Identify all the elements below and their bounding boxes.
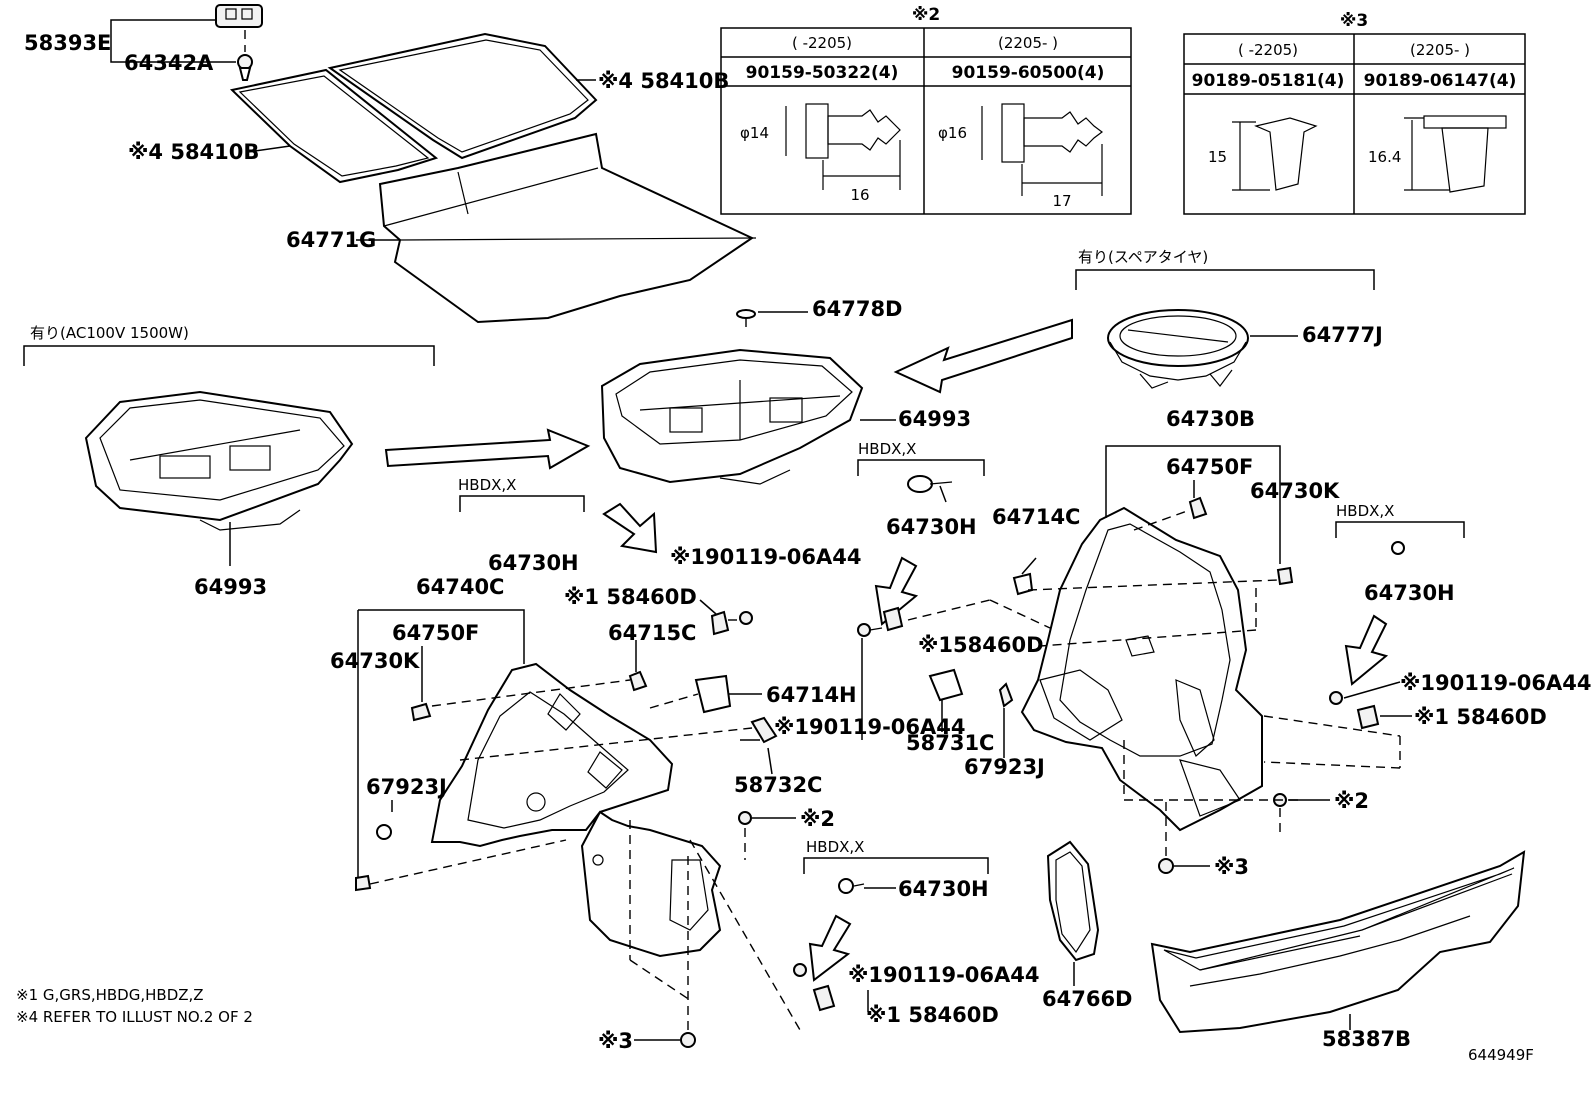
rear-scuff-plate [1150,850,1526,1034]
part-labels: 58393E 64342A ※4 58410B ※4 58410B 64771G… [24,31,1592,1053]
label-64750F-left: 64750F [392,621,479,645]
group-ac100v: 有り(AC100V 1500W) [30,324,189,342]
label-64777J: 64777J [1302,323,1383,347]
table-note3 [1183,33,1526,215]
table2-col1-len: 16 [850,186,869,204]
label-58731C: 58731C [906,731,994,755]
table3-title: ※3 [1340,11,1368,31]
label-58460D-c: ※1 58460D [1414,705,1547,729]
label-mark3-a: ※3 [598,1029,633,1053]
tray-right-spare-tire [1107,309,1249,389]
label-64766D: 64766D [1042,987,1133,1011]
table3-col1-part: 90189-05181(4) [1192,71,1345,91]
label-90119-a: ※190119-06A44 [670,545,862,569]
table3-col2-len: 16.4 [1368,148,1401,166]
table2-col1-dia: φ14 [740,124,769,142]
table2-col2-range: (2205- ) [998,34,1058,52]
note-1: ※1 G,GRS,HBDG,HBDZ,Z [16,986,204,1004]
label-64778D: 64778D [812,297,903,321]
table3-col2-range: (2205- ) [1410,41,1470,59]
tray-left-ac100v [84,390,354,531]
label-64730H-b: 64730H [488,551,579,575]
label-64730K-left: 64730K [330,649,420,673]
label-64730H-c: 64730H [1364,581,1455,605]
label-90119-b: ※190119-06A44 [774,715,966,739]
table2-title: ※2 [912,5,940,25]
group-hbdx-1: HBDX,X [458,476,516,494]
label-64993-left: 64993 [194,575,267,599]
label-64750F-right: 64750F [1166,455,1253,479]
group-hbdx-2: HBDX,X [858,440,916,458]
label-64740C: 64740C [416,575,504,599]
label-mark2-b: ※2 [1334,789,1369,813]
label-64993-center: 64993 [898,407,971,431]
table3-col1-range: ( -2205) [1238,41,1298,59]
label-58460D-a: ※1 58460D [564,585,697,609]
label-64342A: 64342A [124,51,214,75]
tray-center [600,309,864,485]
right-side-trim-panel [1012,496,1405,874]
table2-col1-part: 90159-50322(4) [746,63,899,83]
label-67923J-left: 67923J [366,775,447,799]
center-small-parts [793,475,1051,1012]
table2-col2-part: 90159-60500(4) [952,63,1105,83]
label-58460D-d: ※1 58460D [866,1003,999,1027]
label-58387B: 58387B [1322,1027,1411,1051]
label-64715C: 64715C [608,621,696,645]
label-58410B-left: ※4 58410B [128,140,259,164]
label-64730K-right: 64730K [1250,479,1340,503]
table2-col2-dia: φ16 [938,124,967,142]
group-hbdx-3: HBDX,X [1336,502,1394,520]
label-mark3-b: ※3 [1214,855,1249,879]
right-panel-leaders [1021,445,1412,856]
note-4: ※4 REFER TO ILLUST NO.2 OF 2 [16,1008,253,1026]
label-58393E: 58393E [24,31,111,55]
label-64730H-a: 64730H [886,515,977,539]
table3-col1-len: 15 [1208,148,1227,166]
label-mark2-a: ※2 [800,807,835,831]
flow-arrows [384,318,1389,982]
access-lid [1046,840,1100,986]
table-note2 [720,27,1132,215]
label-90119-c: ※190119-06A44 [1400,671,1592,695]
table3-col2-part: 90189-06147(4) [1364,71,1517,91]
label-64714C: 64714C [992,505,1080,529]
left-side-trim-panel [355,610,778,1048]
deck-board-assembly [110,4,757,324]
label-64730B: 64730B [1166,407,1255,431]
table2-col2-len: 17 [1052,192,1071,210]
label-67923J-right: 67923J [964,755,1045,779]
group-brackets [23,269,1465,874]
label-64714H: 64714H [766,683,857,707]
label-58732C: 58732C [734,773,822,797]
group-hbdx-4: HBDX,X [806,838,864,856]
left-panel-leaders [229,522,801,1031]
label-90119-d: ※190119-06A44 [848,963,1040,987]
table2-col1-range: ( -2205) [792,34,852,52]
group-spare-tire: 有り(スペアタイヤ) [1078,248,1208,266]
label-64730H-d: 64730H [898,877,989,901]
label-58410B-top: ※4 58410B [598,69,729,93]
label-58460D-b: ※158460D [918,633,1044,657]
illustration-id: 644949F [1468,1046,1534,1064]
